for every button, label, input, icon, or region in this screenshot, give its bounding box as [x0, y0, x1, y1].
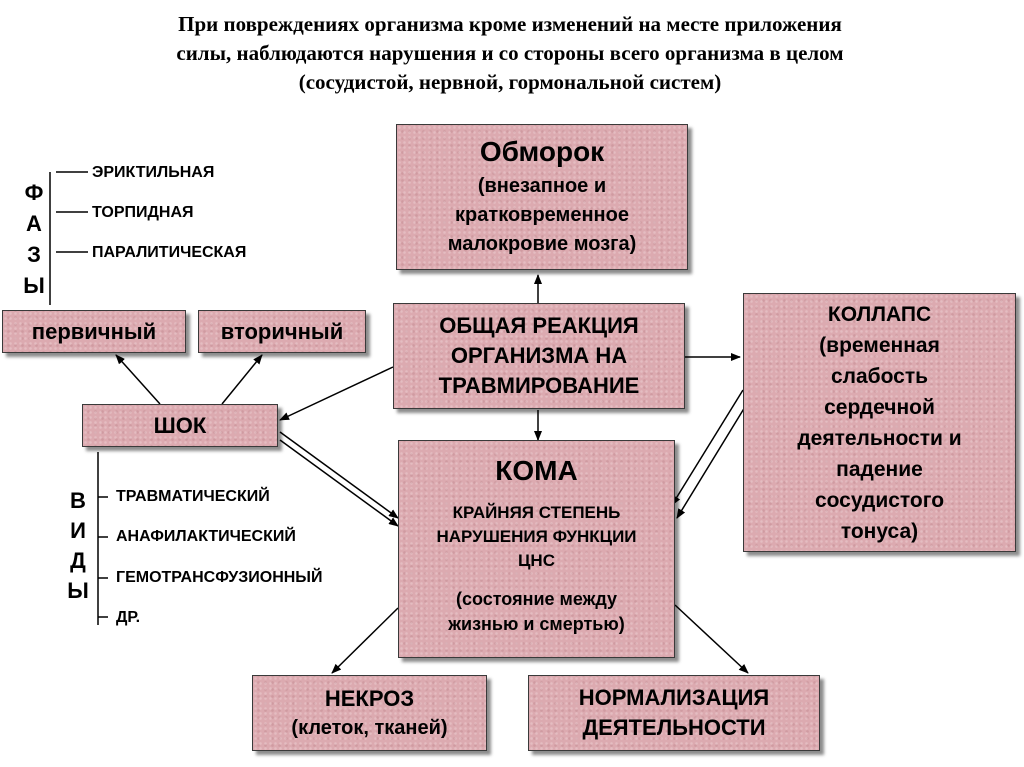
collapse-heading: КОЛЛАПС: [827, 302, 932, 326]
shock-label: ШОК: [153, 412, 207, 438]
type-item-2: АНАФИЛАКТИЧЕСКИЙ: [116, 528, 296, 545]
phase-item-3: ПАРАЛИТИЧЕСКАЯ: [92, 244, 247, 261]
type-item-3: ГЕМОТРАНСФУЗИОННЫЙ: [116, 569, 323, 586]
arrow-to-secondary: [221, 354, 263, 405]
obmorok-line-2: кратковременное: [455, 203, 629, 226]
arrow-to-necrosis: [331, 607, 399, 674]
collapse-line-1: (временная: [819, 333, 940, 357]
collapse-line-3: сердечной: [824, 395, 935, 419]
normalization-line-1: НОРМАЛИЗАЦИЯ: [578, 685, 770, 710]
collapse-line-4: деятельности и: [797, 426, 962, 450]
coma-heading: КОМА: [495, 455, 578, 486]
obmorok-line-3: малокровие мозга): [447, 232, 637, 255]
secondary-box: вторичный: [198, 310, 366, 353]
title-line-1: При повреждениях организма кроме изменен…: [178, 12, 842, 36]
arrow-to-shock: [279, 366, 394, 421]
phases-letter-4: Ы: [23, 273, 45, 298]
coma-line-2: НАРУШЕНИЯ ФУНКЦИИ: [436, 527, 637, 546]
shock-box: ШОК: [82, 404, 278, 447]
arrow-to-primary: [115, 354, 161, 405]
general-reaction-line-1: ОБЩАЯ РЕАКЦИЯ: [439, 313, 639, 338]
normalization-box: НОРМАЛИЗАЦИЯ ДЕЯТЕЛЬНОСТИ: [528, 675, 820, 751]
secondary-label: вторичный: [220, 318, 344, 344]
normalization-line-2: ДЕЯТЕЛЬНОСТИ: [582, 715, 766, 740]
obmorok-box: Обморок (внезапное и кратковременное мал…: [396, 124, 688, 270]
phases-letter-2: А: [26, 211, 42, 236]
coma-line-3: ЦНС: [518, 551, 555, 570]
types-letter-2: И: [70, 518, 86, 543]
collapse-box: КОЛЛАПС (временная слабость сердечной де…: [743, 293, 1016, 552]
coma-line-1: КРАЙНЯЯ СТЕПЕНЬ: [452, 503, 621, 522]
collapse-line-6: сосудистого: [814, 488, 945, 512]
obmorok-line-1: (внезапное и: [477, 174, 607, 197]
necrosis-line-2: (клеток, тканей): [291, 717, 448, 739]
types-letter-1: В: [70, 488, 86, 513]
collapse-line-5: падение: [836, 457, 923, 481]
arrow-shock-coma-1: [279, 431, 399, 519]
title-line-2: силы, наблюдаются нарушения и со стороны…: [176, 41, 844, 65]
primary-box: первичный: [2, 310, 186, 353]
collapse-line-7: тонуса): [840, 519, 919, 543]
collapse-line-2: слабость: [830, 364, 929, 388]
coma-box: КОМА КРАЙНЯЯ СТЕПЕНЬ НАРУШЕНИЯ ФУНКЦИИ Ц…: [398, 440, 675, 658]
general-reaction-box: ОБЩАЯ РЕАКЦИЯ ОРГАНИЗМА НА ТРАВМИРОВАНИЕ: [393, 303, 685, 409]
phase-item-2: ТОРПИДНАЯ: [92, 204, 194, 221]
slide-title: При повреждениях организма кроме изменен…: [60, 10, 960, 97]
coma-line-4: (состояние между: [455, 589, 618, 609]
types-letter-4: Ы: [67, 578, 89, 603]
obmorok-heading: Обморок: [479, 135, 605, 167]
arrow-to-normalization: [674, 604, 749, 674]
arrow-collapse-coma-2: [676, 401, 749, 519]
type-item-1: ТРАВМАТИЧЕСКИЙ: [116, 488, 270, 505]
arrow-collapse-coma-1: [671, 389, 744, 506]
general-reaction-line-3: ТРАВМИРОВАНИЕ: [438, 373, 640, 398]
phase-item-1: ЭРИКТИЛЬНАЯ: [92, 164, 215, 181]
phases-letter-3: З: [27, 242, 41, 267]
primary-label: первичный: [31, 318, 157, 344]
title-line-3: (сосудистой, нервной, гормональной систе…: [298, 70, 722, 94]
general-reaction-line-2: ОРГАНИЗМА НА: [450, 343, 628, 368]
necrosis-box: НЕКРОЗ (клеток, тканей): [252, 675, 487, 751]
types-letter-3: Д: [70, 548, 86, 573]
necrosis-line-1: НЕКРОЗ: [324, 686, 415, 711]
coma-line-5: жизнью и смертью): [448, 614, 625, 634]
type-item-4: ДР.: [116, 609, 141, 626]
arrow-shock-coma-2: [279, 439, 399, 527]
phases-letter-1: Ф: [24, 180, 44, 205]
